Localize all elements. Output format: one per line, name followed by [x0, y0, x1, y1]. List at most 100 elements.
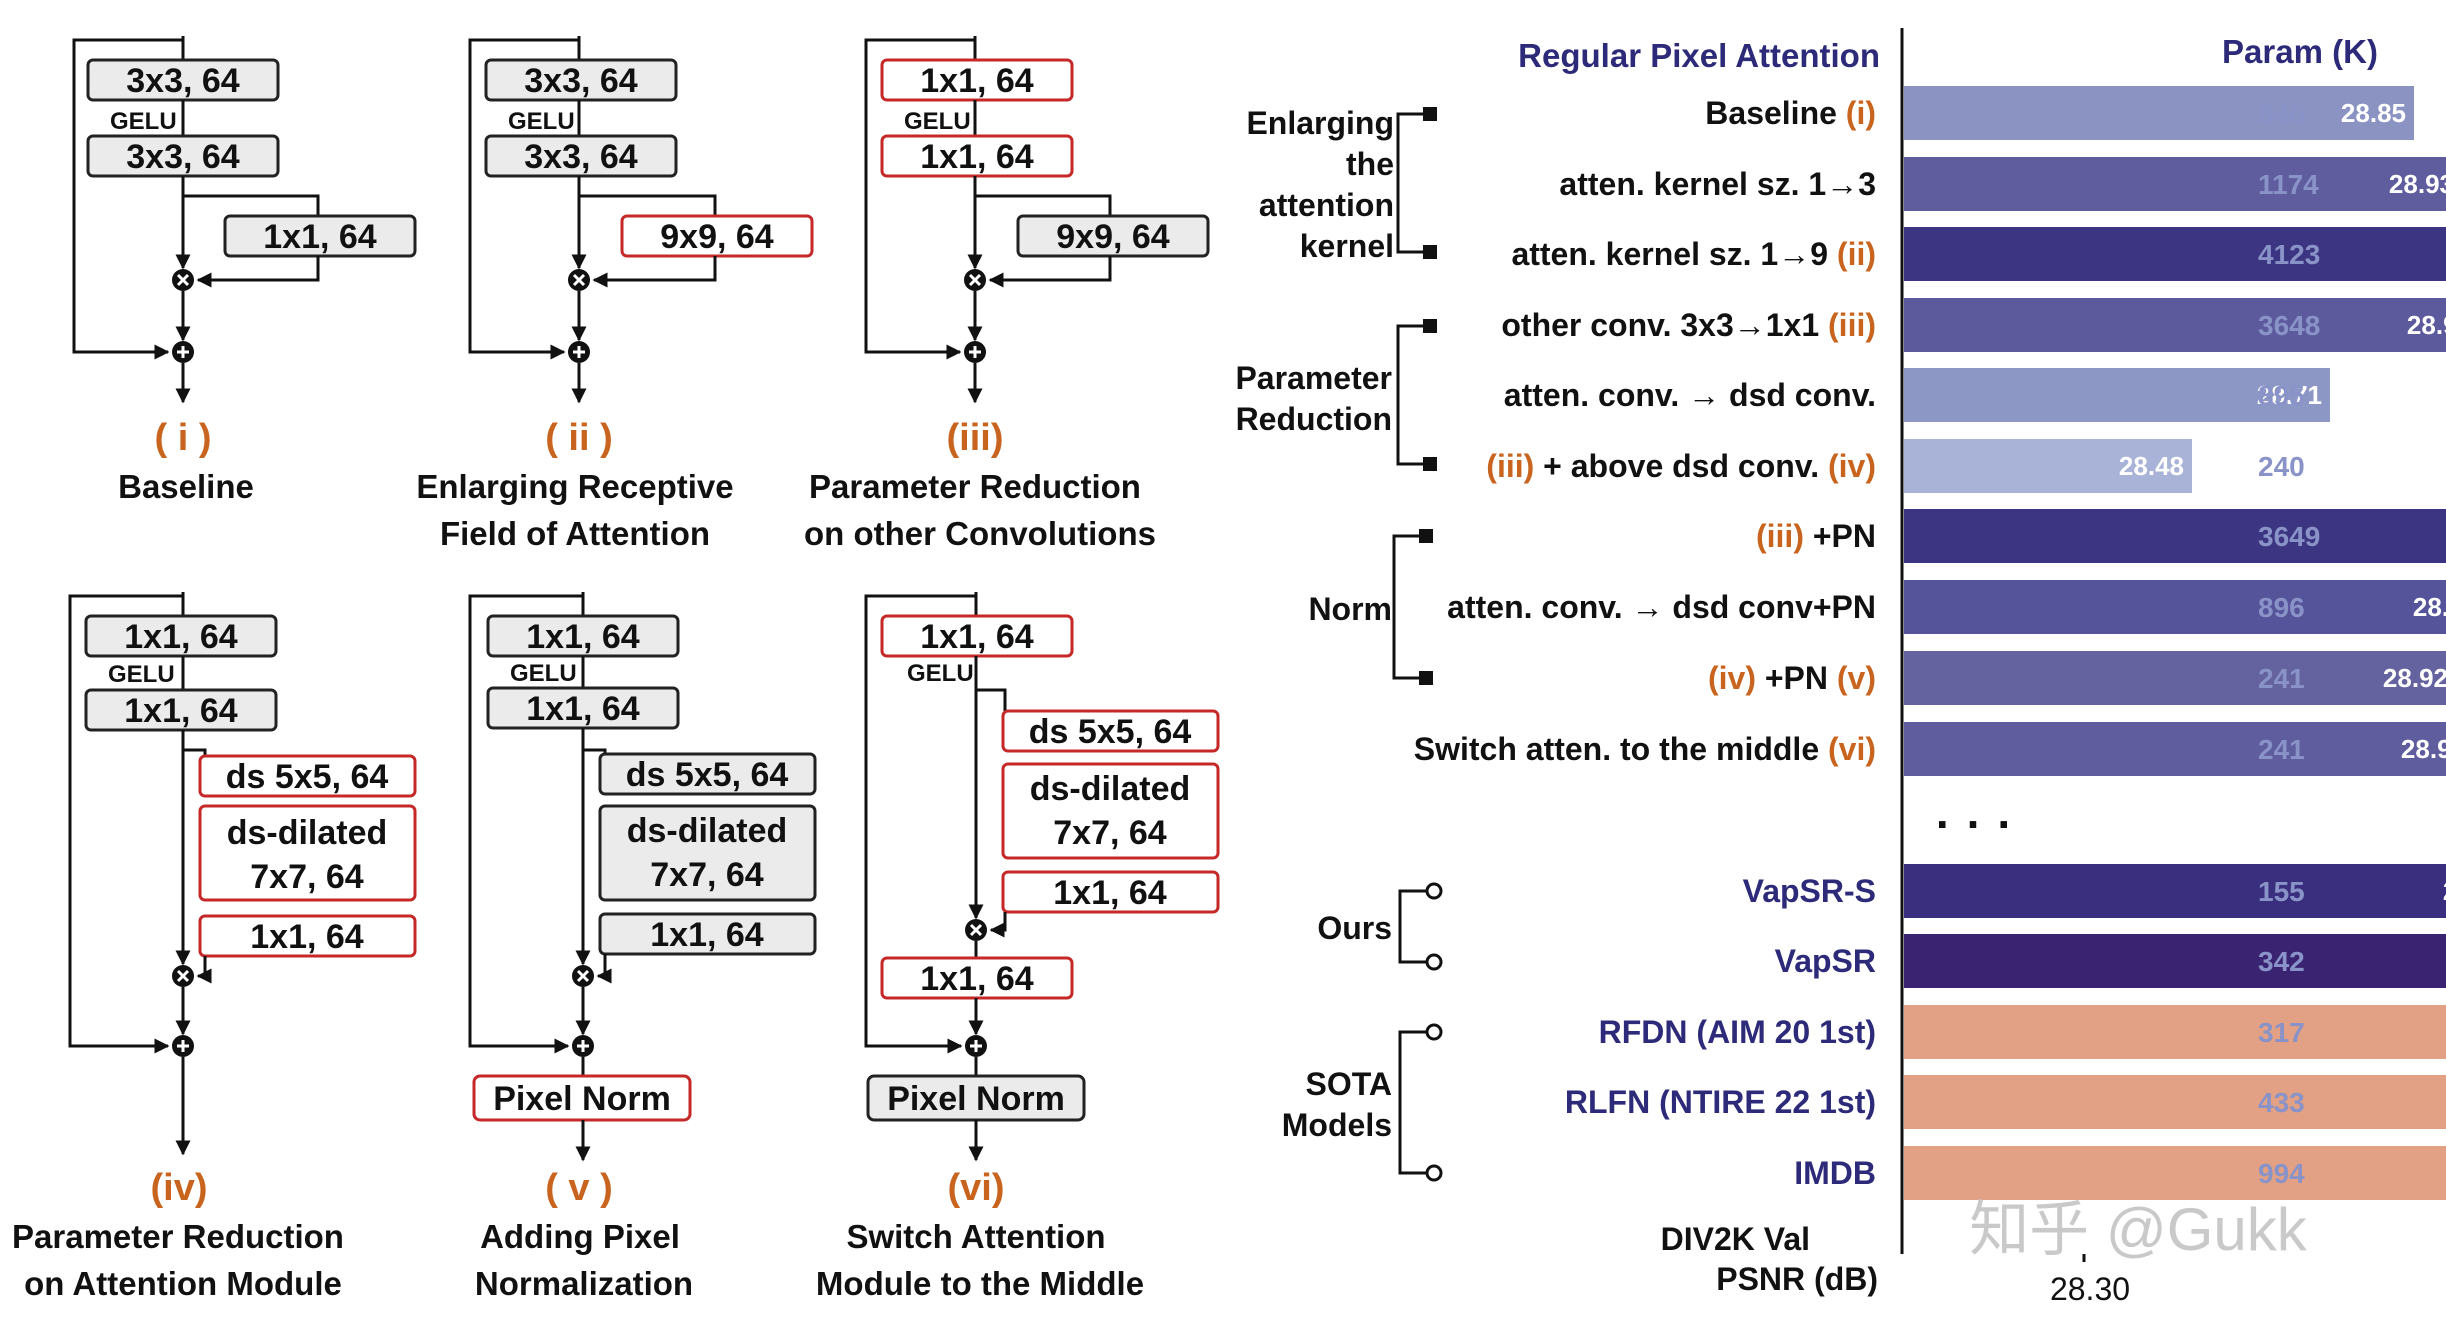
bracket-end-icon	[1423, 319, 1437, 333]
psnr-bar-chart: Regular Pixel Attention Param (K) 28.85B…	[1235, 28, 2446, 1307]
bar	[1904, 580, 2446, 634]
bar-value-label: 28.85	[2341, 98, 2406, 128]
svg-text:Pixel Norm: Pixel Norm	[493, 1080, 671, 1118]
diagram-caption: Parameter Reduction	[12, 1218, 344, 1255]
svg-text:1x1, 64: 1x1, 64	[124, 618, 238, 656]
bar	[1904, 509, 2446, 563]
svg-text:7x7, 64: 7x7, 64	[250, 858, 364, 896]
gelu-label: GELU	[904, 108, 971, 135]
diagram-numeral: (iii)	[947, 417, 1004, 459]
attention-conv-box: ds 5x5, 64	[198, 754, 417, 798]
attention-conv-box: ds-dilated 7x7, 64	[1001, 762, 1220, 860]
pixel-norm-box: Pixel Norm	[472, 1074, 692, 1122]
add-icon	[170, 1033, 196, 1059]
group-label: Reduction	[1236, 401, 1392, 437]
multiply-icon	[963, 917, 989, 943]
group-label: Norm	[1308, 591, 1392, 627]
bar	[1904, 298, 2446, 352]
diagram-baseline: 3x3, 64 GELU 3x3, 64 1x1, 64 ( i ) Basel…	[72, 36, 417, 505]
bracket-end-icon	[1423, 457, 1437, 471]
group-label: Enlarging	[1246, 105, 1394, 141]
group-bracket	[1396, 324, 1428, 466]
svg-text:1x1, 64: 1x1, 64	[920, 138, 1034, 176]
bracket-end-icon	[1423, 107, 1437, 121]
bar-label: VapSR-S	[1743, 873, 1876, 909]
bar-label: VapSR	[1775, 943, 1876, 979]
param-value: 895	[2258, 380, 2305, 411]
svg-text:9x9, 64: 9x9, 64	[1056, 218, 1170, 256]
bar-label: Switch atten. to the middle (vi)	[1414, 731, 1876, 767]
bar-label: Baseline (i)	[1705, 95, 1876, 131]
attention-conv-box: ds-dilated 7x7, 64	[598, 804, 817, 902]
diagram-caption: Switch Attention	[846, 1218, 1105, 1255]
svg-text:Pixel Norm: Pixel Norm	[887, 1080, 1065, 1118]
multiply-icon	[170, 267, 196, 293]
attention-conv-box: 1x1, 64	[598, 912, 817, 956]
multiply-icon	[566, 267, 592, 293]
diagram-caption: Parameter Reduction	[809, 468, 1141, 505]
diagram-caption: Baseline	[118, 468, 254, 505]
svg-text:ds-dilated: ds-dilated	[627, 812, 788, 850]
bar-label: RLFN (NTIRE 22 1st)	[1565, 1084, 1876, 1120]
add-icon	[570, 1033, 596, 1059]
param-value: 994	[2258, 1158, 2305, 1189]
diagram-numeral: (vi)	[948, 1167, 1005, 1209]
svg-text:1x1, 64: 1x1, 64	[263, 218, 377, 256]
diagram-caption: Module to the Middle	[816, 1265, 1144, 1302]
group-brackets: EnlargingtheattentionkernelParameterRedu…	[1235, 105, 1443, 1182]
chart-title: Regular Pixel Attention	[1518, 37, 1880, 74]
attention-conv-box: ds-dilated 7x7, 64	[198, 804, 417, 902]
diagram-parameter-reduction-convolutions: 1x1, 64 GELU 1x1, 64 9x9, 64 (iii) Param…	[804, 36, 1210, 552]
param-value: 342	[2258, 946, 2305, 977]
svg-text:3x3, 64: 3x3, 64	[524, 62, 638, 100]
watermark: 知乎 @Gukk	[1969, 1196, 2308, 1263]
gelu-label: GELU	[907, 660, 974, 687]
bar	[1904, 227, 2446, 281]
param-value: 433	[2258, 1087, 2305, 1118]
attention-conv-box: ds 5x5, 64	[598, 752, 817, 796]
conv-box: 3x3, 64	[86, 58, 280, 102]
bar	[1904, 651, 2446, 705]
attention-conv-box: 1x1, 64	[198, 914, 417, 958]
bar-label: (iii) +PN	[1756, 518, 1876, 554]
bar-label: IMDB	[1794, 1155, 1876, 1191]
bar-label: (iv) +PN (v)	[1708, 660, 1876, 696]
diagram-adding-pixel-normalization: 1x1, 64 GELU 1x1, 64 ds 5x5, 64 ds-dilat…	[468, 592, 817, 1302]
gelu-label: GELU	[510, 660, 577, 687]
param-value: 240	[2258, 451, 2305, 482]
bar-label: (iii) + above dsd conv. (iv)	[1486, 448, 1876, 484]
diagram-enlarging-receptive-field: 3x3, 64 GELU 3x3, 64 9x9, 64 ( ii ) Enla…	[416, 36, 814, 552]
add-icon	[170, 339, 196, 365]
x-tick-label: 28.30	[2050, 1271, 2130, 1307]
diagram-parameter-reduction-attention: 1x1, 64 GELU 1x1, 64 ds 5x5, 64 ds-dilat…	[12, 592, 417, 1302]
svg-text:3x3, 64: 3x3, 64	[126, 62, 240, 100]
diagram-numeral: ( ii )	[545, 417, 613, 459]
group-bracket	[1396, 112, 1428, 254]
bar	[1904, 1005, 2446, 1059]
group-label: the	[1346, 146, 1394, 182]
bar-label: atten. conv. → dsd conv+PN	[1447, 589, 1876, 625]
attention-conv-box: ds 5x5, 64	[1001, 709, 1220, 753]
bracket-end-icon	[1425, 1164, 1443, 1182]
diagram-switch-attention-middle: 1x1, 64 GELU ds 5x5, 64 ds-dilated 7x7, …	[816, 592, 1220, 1302]
bar	[1904, 864, 2446, 918]
attention-conv-box: 9x9, 64	[1016, 214, 1210, 258]
bar-value-label: 28.92	[2383, 663, 2446, 693]
gelu-label: GELU	[508, 108, 575, 135]
group-label: SOTA	[1305, 1066, 1392, 1102]
diagram-caption: Adding Pixel	[480, 1218, 680, 1255]
bar	[1904, 439, 2192, 493]
pixel-norm-box: Pixel Norm	[866, 1074, 1086, 1122]
svg-text:3x3, 64: 3x3, 64	[524, 138, 638, 176]
group-label: Models	[1282, 1107, 1392, 1143]
bar	[1904, 368, 2330, 422]
diagram-numeral: ( v )	[545, 1167, 613, 1209]
bar	[1904, 934, 2446, 988]
svg-text:ds 5x5, 64: ds 5x5, 64	[226, 758, 389, 796]
svg-text:ds-dilated: ds-dilated	[227, 814, 388, 852]
bar-label: other conv. 3x3→1x1 (iii)	[1501, 307, 1876, 343]
param-value: 241	[2258, 663, 2305, 694]
diagram-caption: Field of Attention	[440, 515, 710, 552]
param-value: 3649	[2258, 521, 2320, 552]
